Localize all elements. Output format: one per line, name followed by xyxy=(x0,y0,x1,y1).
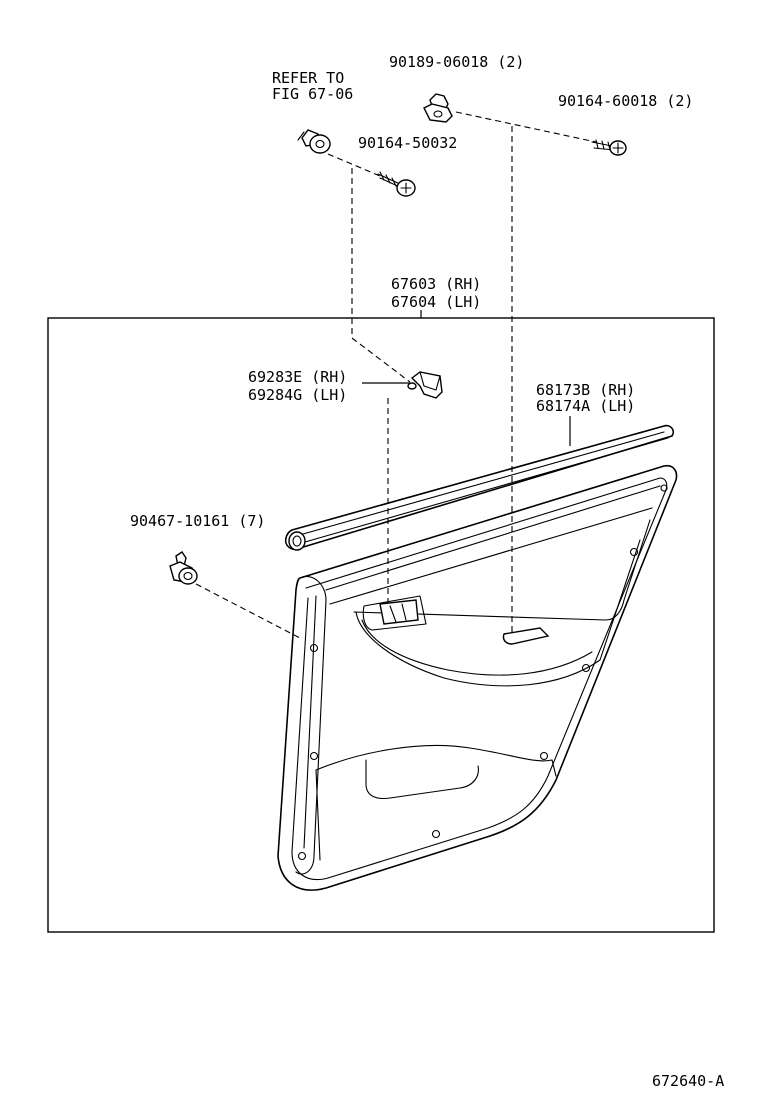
label-screw-90164-50032: 90164-50032 xyxy=(358,134,458,152)
refer-note-line1: REFER TO xyxy=(272,69,345,87)
label-clip-90467: 90467-10161 (7) xyxy=(130,512,266,530)
label-weatherstrip-rh: 68173B (RH) xyxy=(536,381,636,399)
refer-note-line2: FIG 67-06 xyxy=(272,85,354,103)
label-bracket-lh: 69284G (LH) xyxy=(248,386,348,404)
screw-90164-50032-part xyxy=(377,171,416,197)
dash-line-top-clip-to-screw xyxy=(455,111,597,143)
label-board-lh: 67604 (LH) xyxy=(391,293,482,311)
door-trim-board-part xyxy=(277,464,678,891)
clip-90467-part xyxy=(169,551,198,585)
clip-90189-part xyxy=(423,93,453,123)
bracket-part xyxy=(407,371,443,399)
dash-line-side-clip xyxy=(195,583,301,639)
label-weatherstrip-lh: 68174A (LH) xyxy=(536,397,636,415)
label-screw-90164-60018: 90164-60018 (2) xyxy=(558,92,694,110)
refer-clip-part xyxy=(297,129,331,154)
screw-90164-60018-part xyxy=(591,139,627,156)
dash-line-clip-to-bracket xyxy=(351,168,411,383)
dash-line-clip-to-screw xyxy=(327,153,381,177)
label-board-rh: 67603 (RH) xyxy=(391,275,482,293)
figure-code: 672640-A xyxy=(652,1072,725,1090)
assembly-frame xyxy=(47,317,715,933)
label-clip-90189: 90189-06018 (2) xyxy=(389,53,525,71)
label-bracket-rh: 69283E (RH) xyxy=(248,368,348,386)
weatherstrip-part xyxy=(284,424,675,551)
